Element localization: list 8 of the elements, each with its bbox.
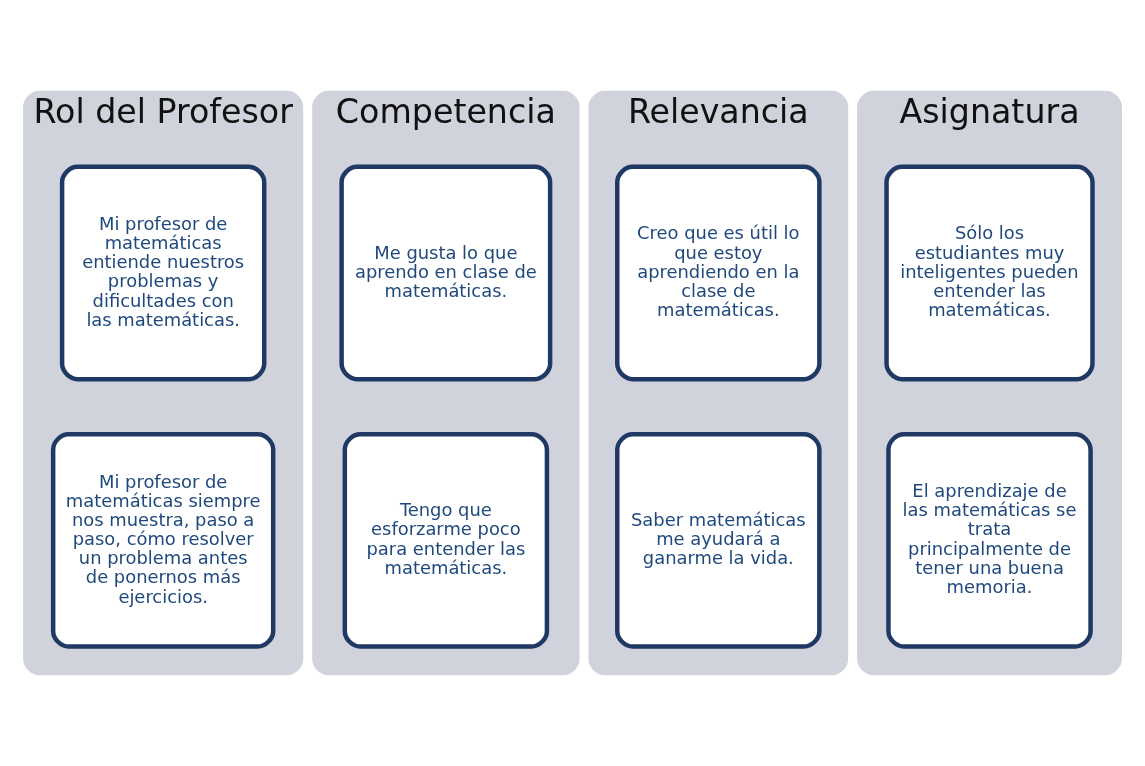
node-box: Tengo que esforzarme poco para entender las matemáticas. — [342, 431, 550, 649]
node-box: El aprendizaje de las matemáticas se trata principalmente de tener una buena memoria. — [886, 431, 1093, 649]
node-box: Mi profesor de matemáticas entiende nuestros problemas y dificultades con las matemáticas. — [59, 164, 267, 382]
node-box: Saber matemáticas me ayudará a ganarme la vida. — [615, 431, 822, 649]
node-box: Creo que es útil lo que estoy aprendiendo en la clase de matemáticas. — [615, 164, 822, 382]
node-box: Sólo los estudiantes muy inteligentes pueden entender las matemáticas. — [884, 164, 1095, 382]
node-box: Mi profesor de matemáticas siempre nos muestra, paso a paso, cómo resolver un problema antes de ponernos más ejercicios. — [50, 431, 276, 649]
node-box: Me gusta lo que aprendo en clase de matemáticas. — [339, 164, 553, 382]
